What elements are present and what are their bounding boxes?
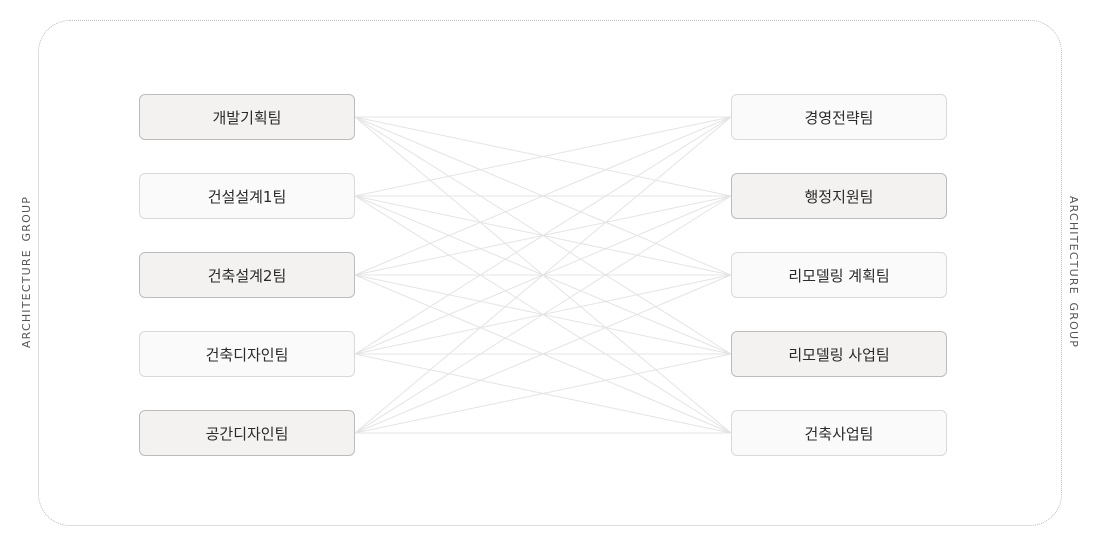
team-node-left[interactable]: 건축디자인팀 xyxy=(139,331,355,377)
team-label: 리모델링 사업팀 xyxy=(788,345,890,364)
team-node-right[interactable]: 건축사업팀 xyxy=(731,410,947,456)
connection-line xyxy=(354,116,732,355)
left-side-label-text: ARCHITECTURE GROUP xyxy=(20,195,33,349)
team-node-left[interactable]: 건축설계2팀 xyxy=(139,252,355,298)
connection-line xyxy=(354,274,732,434)
connection-line xyxy=(354,353,732,434)
right-side-label-text: ARCHITECTURE GROUP xyxy=(1067,195,1080,349)
team-node-left[interactable]: 공간디자인팀 xyxy=(139,410,355,456)
team-node-right[interactable]: 리모델링 사업팀 xyxy=(731,331,947,377)
connection-line xyxy=(354,195,732,434)
connection-line xyxy=(354,116,732,197)
team-label: 건축사업팀 xyxy=(804,424,874,443)
team-node-right[interactable]: 경영전략팀 xyxy=(731,94,947,140)
group-frame xyxy=(38,20,1062,526)
team-label: 공간디자인팀 xyxy=(205,424,289,443)
team-label: 리모델링 계획팀 xyxy=(788,266,890,285)
connection-line xyxy=(354,116,732,276)
team-node-right[interactable]: 행정지원팀 xyxy=(731,173,947,219)
team-node-right[interactable]: 리모델링 계획팀 xyxy=(731,252,947,298)
team-label: 경영전략팀 xyxy=(804,108,874,127)
team-label: 건축설계2팀 xyxy=(207,266,287,285)
team-label: 개발기획팀 xyxy=(212,108,282,127)
team-node-left[interactable]: 건설설계1팀 xyxy=(139,173,355,219)
team-label: 행정지원팀 xyxy=(804,187,874,206)
team-node-left[interactable]: 개발기획팀 xyxy=(139,94,355,140)
connection-line xyxy=(354,116,732,434)
team-label: 건축디자인팀 xyxy=(205,345,289,364)
team-label: 건설설계1팀 xyxy=(207,187,287,206)
